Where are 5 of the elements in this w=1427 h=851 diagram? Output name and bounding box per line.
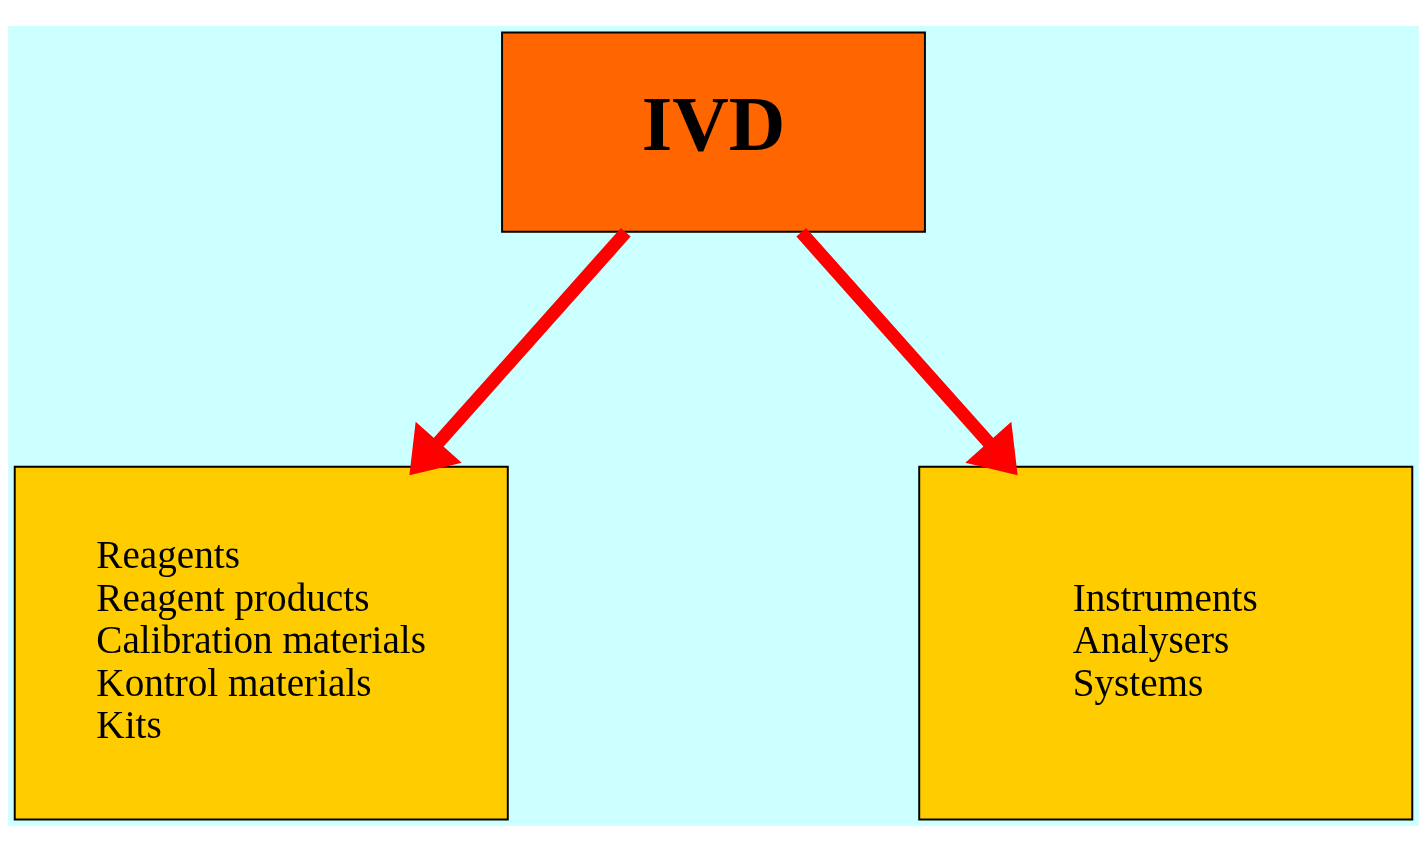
node-box: IVD bbox=[501, 31, 926, 233]
node-box: Instruments Analysers Systems bbox=[918, 465, 1414, 820]
arrow bbox=[409, 227, 631, 475]
arrow bbox=[796, 227, 1018, 475]
node-box: Reagents Reagent products Calibration materials Kontrol materials Kits bbox=[13, 465, 509, 820]
